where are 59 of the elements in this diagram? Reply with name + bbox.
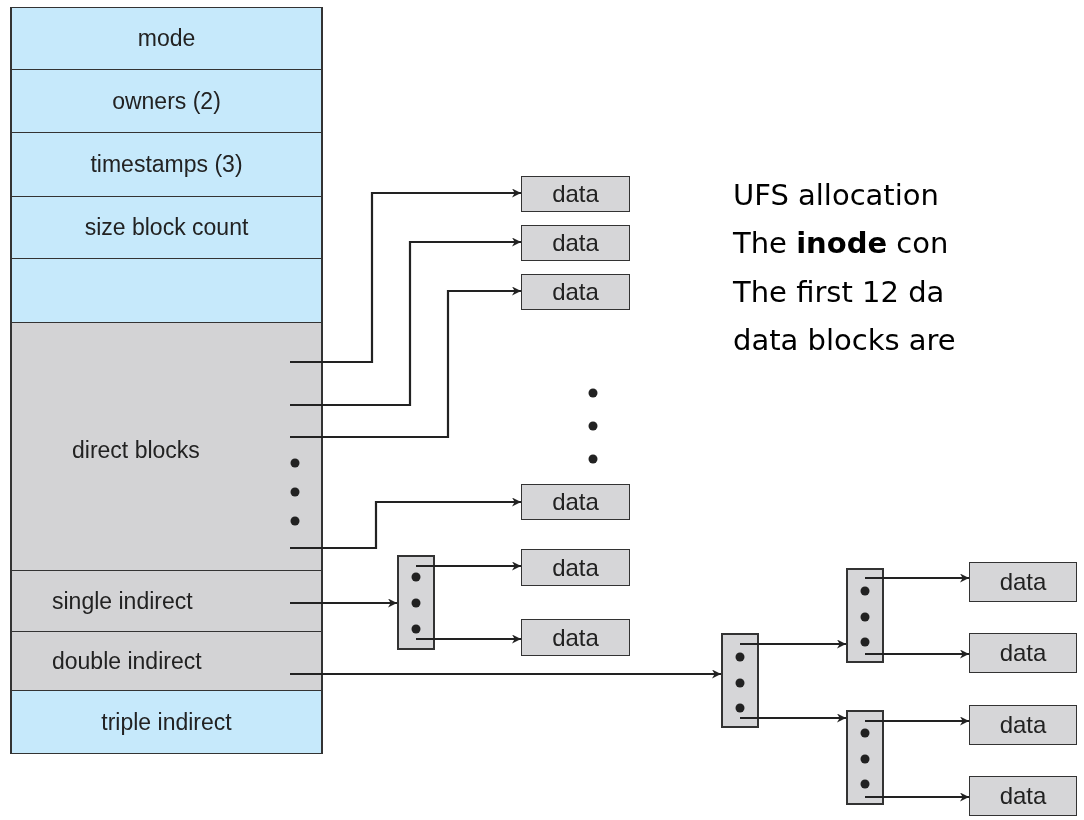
pointer-block [846, 710, 884, 805]
inode-field [10, 570, 323, 632]
arrow [740, 639, 846, 649]
description-text: The inode con [733, 226, 949, 261]
data-block [521, 176, 630, 212]
inode-field [10, 258, 323, 323]
arrow [290, 598, 397, 608]
arrow [865, 716, 969, 726]
pointer-block [721, 633, 759, 728]
arrow [865, 573, 969, 583]
data-block [969, 776, 1077, 816]
arrow [740, 713, 846, 723]
description-text: UFS allocation [733, 178, 939, 213]
field-label: double indirect [52, 647, 202, 675]
data-block [521, 484, 630, 520]
description-text: The first 12 da [733, 275, 945, 310]
pointer-block [846, 568, 884, 663]
block-label: data [999, 568, 1047, 596]
block-label: data [999, 639, 1047, 667]
arrow [290, 669, 721, 679]
description-text: data blocks are [733, 323, 956, 358]
arrow [865, 649, 969, 659]
data-block [521, 619, 630, 656]
field-label: timestamps (3) [90, 151, 243, 178]
inode-field [10, 69, 323, 133]
data-block [521, 274, 630, 310]
arrow [290, 497, 521, 550]
arrow [290, 188, 521, 364]
block-label: data [552, 488, 599, 516]
arrow [290, 237, 521, 407]
data-block [521, 549, 630, 586]
inode-field [10, 690, 323, 754]
inode-field [10, 7, 323, 70]
arrow [290, 286, 521, 439]
field-label: single indirect [52, 587, 193, 615]
block-label: data [999, 782, 1047, 810]
arrow [416, 561, 521, 571]
pointer-block [397, 555, 435, 650]
field-label: mode [137, 25, 196, 52]
inode-field [10, 631, 323, 691]
block-label: data [552, 229, 599, 257]
field-label: direct blocks [72, 437, 200, 464]
data-block [969, 633, 1077, 673]
data-block [969, 705, 1077, 745]
inode-field [10, 132, 323, 197]
arrow [865, 792, 969, 802]
arrow [416, 634, 521, 644]
data-block [521, 225, 630, 261]
field-label: owners (2) [112, 87, 221, 115]
block-label: data [552, 180, 599, 208]
block-label: data [552, 553, 599, 582]
inode-field [10, 196, 323, 259]
field-label: triple indirect [101, 708, 232, 736]
field-label: size block count [84, 214, 249, 241]
data-block [969, 562, 1077, 602]
block-label: data [552, 623, 599, 652]
block-label: data [552, 278, 599, 306]
inode-field [10, 322, 323, 571]
block-label: data [999, 711, 1047, 739]
